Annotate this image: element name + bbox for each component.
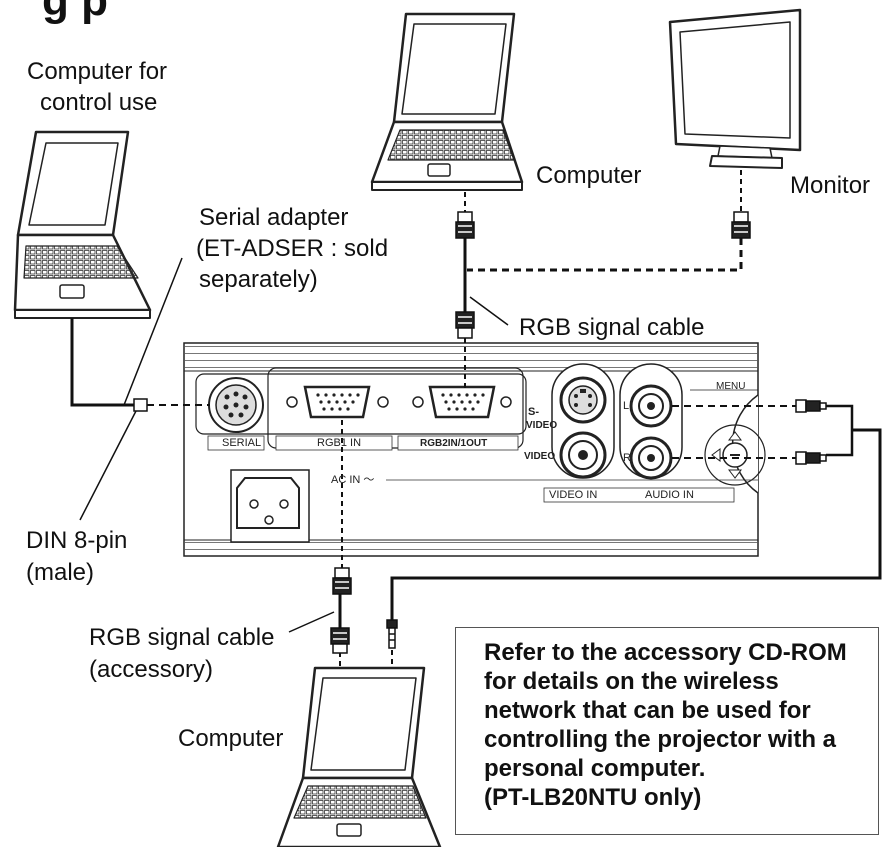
panel-label-audio-l: L	[623, 400, 630, 412]
panel-label-rgb2-in-1-out: RGB2IN/1OUT	[420, 438, 488, 449]
panel-label-s-video-2: VIDEO	[526, 420, 558, 431]
label-computer-for-control-2: control use	[40, 89, 158, 116]
bottom-laptop	[276, 666, 442, 847]
control-laptop	[13, 130, 152, 319]
panel-label-s-video-1: S-	[528, 406, 539, 418]
info-note-text: Refer to the accessory CD-ROM for detail…	[484, 639, 847, 811]
panel-label-rgb1-in: RGB1 IN	[317, 437, 362, 449]
top-laptop	[370, 12, 524, 191]
label-din-8-pin-2: (male)	[26, 559, 95, 586]
video-ports	[551, 363, 615, 479]
ac-inlet	[230, 469, 310, 543]
monitor-device	[668, 8, 802, 169]
panel-label-video-in: VIDEO IN	[549, 489, 598, 501]
label-computer-top: Computer	[536, 162, 642, 189]
label-monitor: Monitor	[790, 172, 871, 199]
label-serial-adapter-3: separately)	[199, 266, 318, 293]
panel-label-audio-in: AUDIO IN	[645, 489, 694, 501]
label-rgb-signal-cable-top: RGB signal cable	[519, 314, 705, 341]
rgb2-in-1-out-port	[412, 385, 512, 419]
label-din-8-pin-1: DIN 8-pin	[26, 527, 128, 554]
label-computer-for-control-1: Computer for	[27, 58, 168, 85]
label-rgb-signal-cable-bottom-1: RGB signal cable	[89, 624, 275, 651]
panel-label-video: VIDEO	[524, 451, 556, 462]
serial-port	[208, 377, 264, 433]
cable-connectors	[330, 211, 827, 654]
label-rgb-signal-cable-bottom-2: (accessory)	[89, 656, 214, 683]
label-serial-adapter-1: Serial adapter	[199, 204, 349, 231]
section-title-fragment: g p	[42, 0, 108, 25]
panel-label-ac-in: AC IN ～	[331, 474, 375, 486]
panel-label-menu: MENU	[716, 381, 746, 392]
projector-rear-panel	[183, 342, 766, 557]
label-computer-bottom: Computer	[178, 725, 284, 752]
info-note-box: Refer to the accessory CD-ROM for detail…	[455, 627, 879, 835]
rgb1-in-port	[286, 385, 389, 419]
panel-label-serial: SERIAL	[222, 437, 262, 449]
cables	[70, 170, 882, 668]
panel-label-audio-r: R	[623, 452, 631, 464]
audio-ports	[619, 363, 683, 480]
label-serial-adapter-2: (ET-ADSER : sold	[196, 235, 389, 262]
